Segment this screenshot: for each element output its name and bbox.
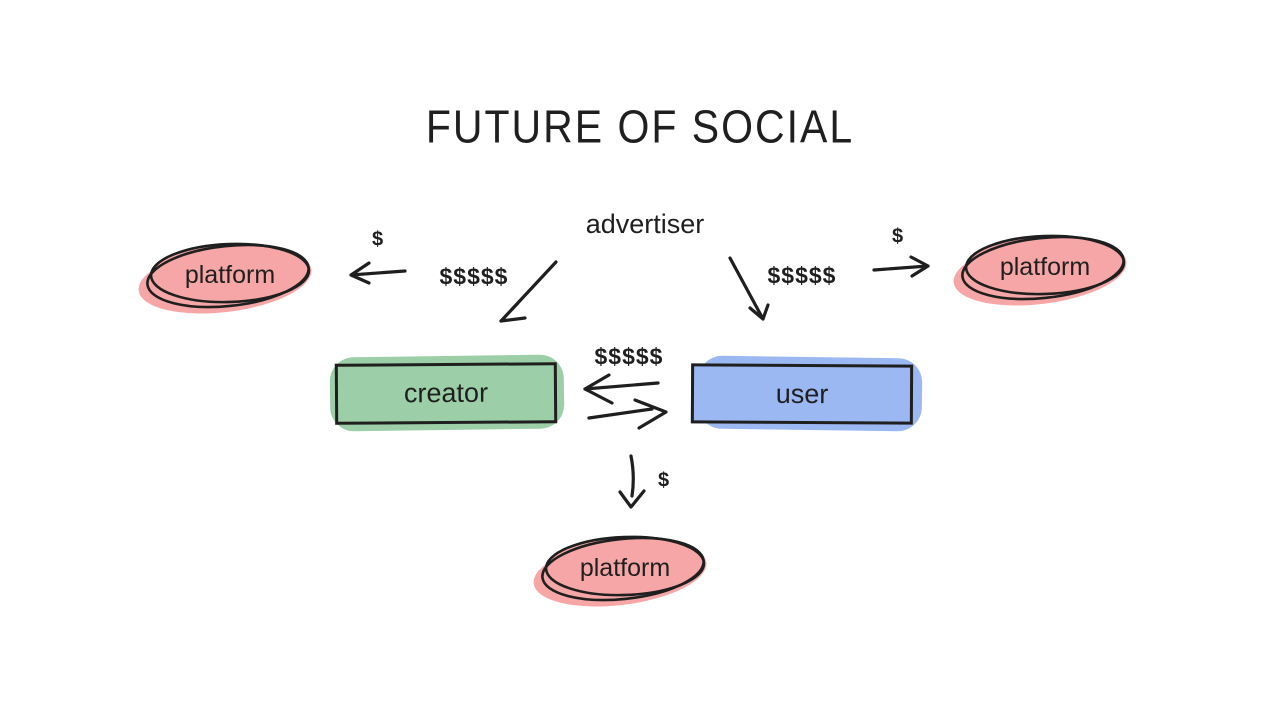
node-platform-bottom-label: platform	[579, 553, 671, 582]
platform-bottom-ellipse-outline	[541, 535, 706, 602]
arrow-user-to-platform-right	[872, 255, 930, 278]
arrow-advertiser-to-creator	[499, 260, 558, 323]
node-platform-right: platform	[949, 228, 1135, 315]
node-platform-left-label: platform	[184, 260, 276, 289]
arrow-user-to-creator	[583, 373, 660, 405]
node-platform-bottom: platform	[529, 529, 715, 616]
node-user: user	[690, 363, 914, 425]
node-platform-right-label: platform	[999, 252, 1091, 281]
node-advertiser: advertiser	[585, 209, 705, 239]
arrow-creator-to-platform-left	[349, 261, 407, 285]
page-title: FUTURE OF SOCIAL	[425, 101, 855, 153]
edge-label-user-to-creator: $$$$$	[594, 343, 664, 370]
arrow-exchange-to-platform-bottom	[618, 454, 646, 509]
arrow-advertiser-to-user	[728, 256, 770, 321]
platform-right-ellipse-outline	[961, 234, 1126, 301]
platform-left-ellipse-outline	[146, 242, 311, 309]
arrow-creator-to-user	[587, 398, 668, 430]
edge-label-creator-to-platform-left: $	[371, 228, 385, 251]
edge-label-user-to-platform-right: $	[891, 225, 905, 248]
edge-label-advertiser-to-creator: $$$$$	[439, 263, 509, 290]
node-platform-left: platform	[134, 236, 320, 323]
node-creator: creator	[334, 362, 558, 425]
edge-label-exchange-to-platform-bottom: $	[657, 469, 671, 492]
node-user-label: user	[775, 378, 829, 409]
node-creator-label: creator	[403, 377, 489, 409]
edge-label-advertiser-to-user: $$$$$	[767, 262, 837, 289]
